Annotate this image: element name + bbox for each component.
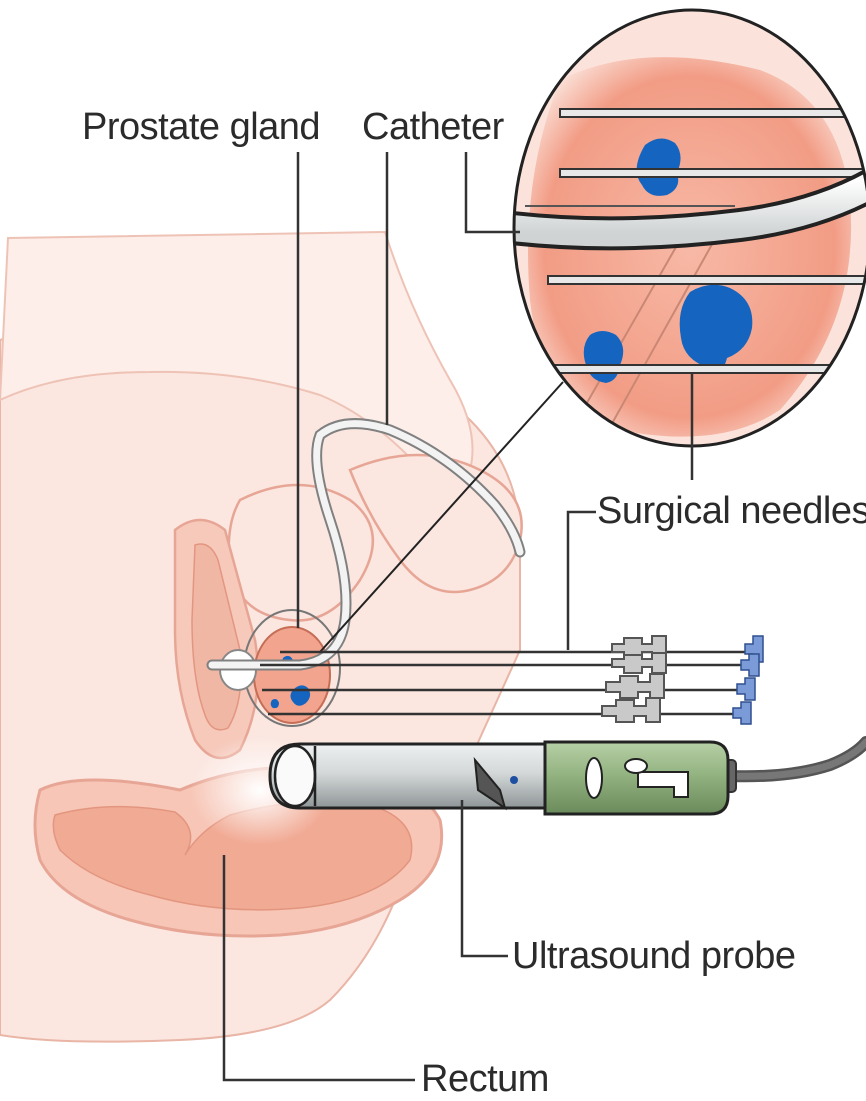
probe-tip <box>275 746 315 806</box>
label-catheter: Catheter <box>362 108 504 146</box>
probe-button <box>586 758 602 798</box>
label-surgical-needles: Surgical needles <box>597 492 866 530</box>
ultrasound-probe <box>270 742 866 814</box>
needle-tip-4 <box>733 702 751 724</box>
needle-connector-3 <box>606 674 664 698</box>
probe-handle <box>545 742 728 814</box>
leader-catheter-zoom <box>466 152 520 232</box>
zoom-needle-4 <box>548 365 866 373</box>
label-ultrasound-probe: Ultrasound probe <box>512 937 796 975</box>
probe-indicator <box>510 776 518 784</box>
needle-connector-4 <box>602 698 660 722</box>
prostate-body <box>254 627 330 723</box>
zoom-needle-3 <box>548 276 866 284</box>
zoom-needle-1 <box>560 109 866 117</box>
needle-tip-2 <box>741 654 759 676</box>
label-prostate-gland: Prostate gland <box>82 108 320 146</box>
needle-connector-2 <box>612 653 666 673</box>
leader-needles <box>568 512 596 650</box>
label-rectum: Rectum <box>421 1060 549 1098</box>
leader-probe <box>462 800 508 956</box>
needle-tip-3 <box>737 678 755 700</box>
pelvis-anatomy <box>0 232 522 1042</box>
zoom-needle-2 <box>560 169 866 177</box>
zoom-inset <box>512 10 866 450</box>
